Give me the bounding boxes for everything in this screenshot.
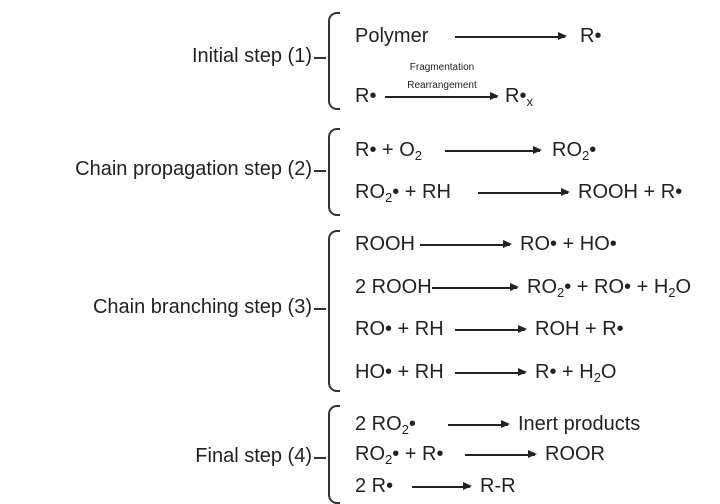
initial-step-label: Initial step (1) bbox=[191, 45, 312, 67]
final-step-brace bbox=[328, 405, 340, 504]
reaction-1b-reactant: R• bbox=[355, 85, 377, 107]
reaction-3c-arrow bbox=[455, 326, 527, 332]
chain-branching-step-label: Chain branching step (3) bbox=[92, 296, 312, 318]
reaction-2b-reactants: RO2• + RH bbox=[355, 181, 451, 205]
reaction-4c-product: R-R bbox=[480, 475, 516, 497]
reaction-1a-reactant: Polymer bbox=[355, 25, 429, 47]
reaction-2a-arrow bbox=[445, 147, 542, 153]
propagation-step-connector bbox=[314, 170, 326, 172]
reaction-3c-products: ROH + R• bbox=[535, 318, 624, 340]
reaction-3a-arrow bbox=[420, 241, 512, 247]
reaction-4a-arrow bbox=[448, 421, 510, 427]
reaction-4c-reactant: 2 R• bbox=[355, 475, 394, 497]
reaction-2a-product: RO2• bbox=[552, 139, 597, 163]
reaction-4a-reactant: 2 RO2• bbox=[355, 413, 416, 437]
reaction-1b-condition-below: Rearrangement bbox=[407, 80, 477, 91]
reaction-2b-arrow bbox=[478, 189, 570, 195]
reaction-3c-reactants: RO• + RH bbox=[355, 318, 444, 340]
final-step-connector bbox=[314, 457, 326, 459]
reaction-3b-arrow bbox=[432, 284, 519, 290]
reaction-3a-products: RO• + HO• bbox=[520, 233, 617, 255]
reaction-3b-products: RO2• + RO• + H2O bbox=[527, 276, 692, 300]
reaction-1b-condition-above: Fragmentation bbox=[409, 62, 475, 73]
reaction-1b-arrow bbox=[385, 93, 499, 99]
reaction-1b-product: R•x bbox=[505, 85, 533, 109]
reaction-4b-product: ROOR bbox=[545, 443, 605, 465]
branching-step-brace bbox=[328, 230, 340, 392]
branching-step-connector bbox=[314, 308, 326, 310]
reaction-4b-reactants: RO2• + R• bbox=[355, 443, 444, 467]
reaction-4b-arrow bbox=[465, 451, 537, 457]
initial-step-connector bbox=[314, 57, 326, 59]
reaction-4c-arrow bbox=[412, 483, 472, 489]
reaction-2a-reactants: R• + O2 bbox=[355, 139, 423, 163]
reaction-1a-product: R• bbox=[580, 25, 602, 47]
initial-step-brace bbox=[328, 12, 340, 110]
reaction-3d-reactants: HO• + RH bbox=[355, 361, 444, 383]
reaction-3b-reactant: 2 ROOH bbox=[355, 276, 432, 298]
reaction-3d-products: R• + H2O bbox=[535, 361, 617, 385]
reaction-1a-arrow bbox=[455, 33, 567, 39]
final-step-label: Final step (4) bbox=[195, 445, 312, 467]
reaction-3a-reactant: ROOH bbox=[355, 233, 415, 255]
reaction-4a-product: Inert products bbox=[518, 413, 641, 435]
reaction-3d-arrow bbox=[455, 369, 527, 375]
reaction-2b-products: ROOH + R• bbox=[578, 181, 683, 203]
propagation-step-brace bbox=[328, 128, 340, 216]
chain-propagation-step-label: Chain propagation step (2) bbox=[75, 158, 312, 180]
